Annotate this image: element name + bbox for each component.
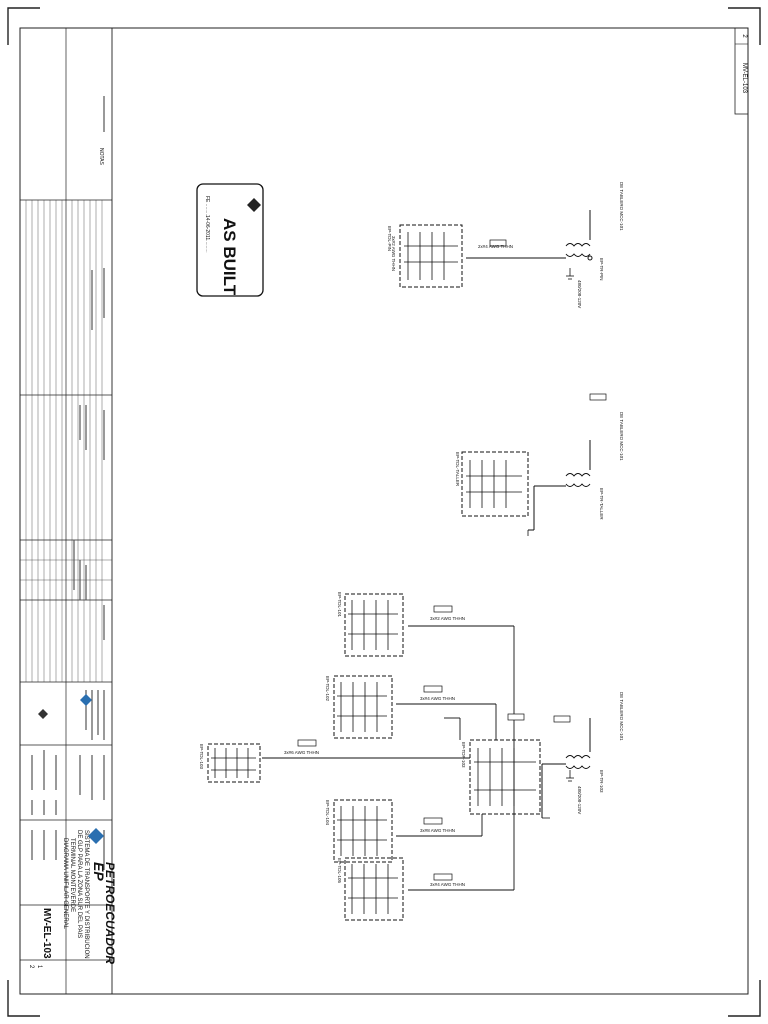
tr3-tag: EP-TR-103 bbox=[599, 770, 604, 793]
cable-label-p6: 3x#6 AWG THHN bbox=[284, 750, 319, 755]
panel-7-tag: EP-TDL-104 bbox=[325, 800, 330, 826]
panel-2-tag: EP-TDL-TALLER bbox=[455, 452, 460, 487]
transformer-3 bbox=[541, 718, 591, 818]
stamp-date-text: FE ........14-06-2011......... bbox=[204, 196, 210, 253]
revision-grid bbox=[20, 200, 112, 682]
stamp-main-text: AS BUILT bbox=[220, 218, 239, 296]
drawing-number: MV-EL-103 bbox=[41, 908, 52, 959]
transformer-2 bbox=[528, 440, 591, 531]
logo-mark-icon bbox=[88, 828, 104, 844]
panel-5 bbox=[333, 675, 393, 739]
panel-1-tag: EP-TDL-PIN bbox=[387, 226, 392, 251]
project-line-4: DIAGRAMA UNIFILAR GENERAL bbox=[62, 838, 68, 930]
title-block-fine-text bbox=[31, 96, 105, 870]
panel-4 bbox=[344, 593, 404, 657]
company-logo: EP PETROECUADOR bbox=[38, 694, 117, 964]
notes-header: NOTAS bbox=[98, 148, 104, 166]
cable-label-p7: 3x#8 AWG THHN bbox=[420, 828, 455, 833]
panel-7-bus bbox=[337, 806, 387, 856]
panel-1-bus bbox=[404, 232, 458, 280]
cable-tags bbox=[297, 239, 607, 881]
single-line-diagram bbox=[207, 210, 593, 921]
transformer-1 bbox=[466, 210, 593, 261]
panel-2 bbox=[461, 451, 529, 517]
logo-partner-icon bbox=[38, 709, 48, 719]
tr1-voltage: 480/208-120V bbox=[577, 280, 582, 308]
tr1-tag: EP-TR-PIN bbox=[599, 258, 604, 281]
project-line-2: DE GLP PARA LA ZONA SUR DEL PAIS bbox=[76, 830, 82, 938]
panel-4-bus bbox=[348, 600, 398, 650]
panel-3 bbox=[469, 739, 541, 815]
panel-5-bus bbox=[337, 682, 387, 732]
sheet-number: 1 bbox=[36, 965, 42, 969]
project-line-1: SISTEMA DE TRANSPORTE Y DISTRIBUCION bbox=[83, 830, 89, 959]
panel-6 bbox=[207, 743, 261, 783]
cable-label-tr1: 2x#4 AWG THHN bbox=[478, 244, 513, 249]
panel-3-tag: EP-TDP-103 bbox=[461, 742, 466, 768]
cable-label-p1: 3x#2 AWG THHN bbox=[391, 236, 396, 271]
tr3-voltage: 480/208-120V bbox=[577, 786, 582, 814]
transformer-labels: EP-TR-PIN 480/208-120V DE TABLERO MCC-10… bbox=[577, 182, 624, 814]
sheet-tab-code: MV-EL-103 bbox=[741, 63, 747, 94]
cable-label-p8: 3x#4 AWG THHN bbox=[430, 882, 465, 887]
tr3-source: DE TABLERO MCC-101 bbox=[619, 692, 624, 741]
panel-7 bbox=[333, 799, 393, 863]
panel-8-bus bbox=[348, 864, 398, 914]
sheet-tab: 2 MV-EL-103 bbox=[734, 27, 749, 115]
panel-8 bbox=[344, 857, 404, 921]
tr2-tag: EP-TR-TALLER bbox=[599, 488, 604, 520]
logo-mark-small-icon bbox=[80, 694, 92, 706]
panel-4-tag: EP-TDL-101 bbox=[337, 592, 342, 618]
panel-labels: EP-TDL-PIN EP-TDL-TALLER EP-TDP-103 EP-T… bbox=[199, 226, 466, 884]
as-built-stamp: AS BUILT FE ........14-06-2011......... bbox=[196, 183, 264, 297]
feeder-lines bbox=[262, 625, 515, 891]
stamp-logo-icon bbox=[247, 198, 261, 212]
panel-8-tag: EP-TDL-105 bbox=[337, 858, 342, 884]
crop-marks bbox=[7, 7, 761, 1017]
cable-label-p5: 3x#4 AWG THHN bbox=[420, 696, 455, 701]
tr1-source: DE TABLERO MCC-101 bbox=[619, 182, 624, 231]
panel-6-tag: EP-TDL-103 bbox=[199, 744, 204, 770]
title-block bbox=[19, 27, 113, 995]
project-line-3: TERMINAL MONTEVERDE bbox=[69, 838, 75, 912]
company-name: PETROECUADOR bbox=[103, 862, 117, 964]
panel-6-bus bbox=[211, 748, 256, 778]
company-label: EP bbox=[91, 862, 107, 881]
panel-3-bus bbox=[474, 748, 536, 806]
cable-labels: 2x#4 AWG THHN 3x#2 AWG THHN 3x#4 AWG THH… bbox=[284, 236, 513, 887]
tr2-source: DE TABLERO MCC-101 bbox=[619, 412, 624, 461]
drawing-border bbox=[19, 27, 749, 995]
sheet-total: 2 bbox=[28, 965, 34, 969]
ground-symbols bbox=[527, 268, 574, 819]
panel-2-bus bbox=[466, 460, 522, 508]
panel-1 bbox=[399, 224, 463, 288]
sheet-tab-number: 2 bbox=[741, 34, 747, 38]
panel-5-tag: EP-TDL-102 bbox=[325, 676, 330, 702]
cable-label-p4: 3x#2 AWG THHN bbox=[430, 616, 465, 621]
